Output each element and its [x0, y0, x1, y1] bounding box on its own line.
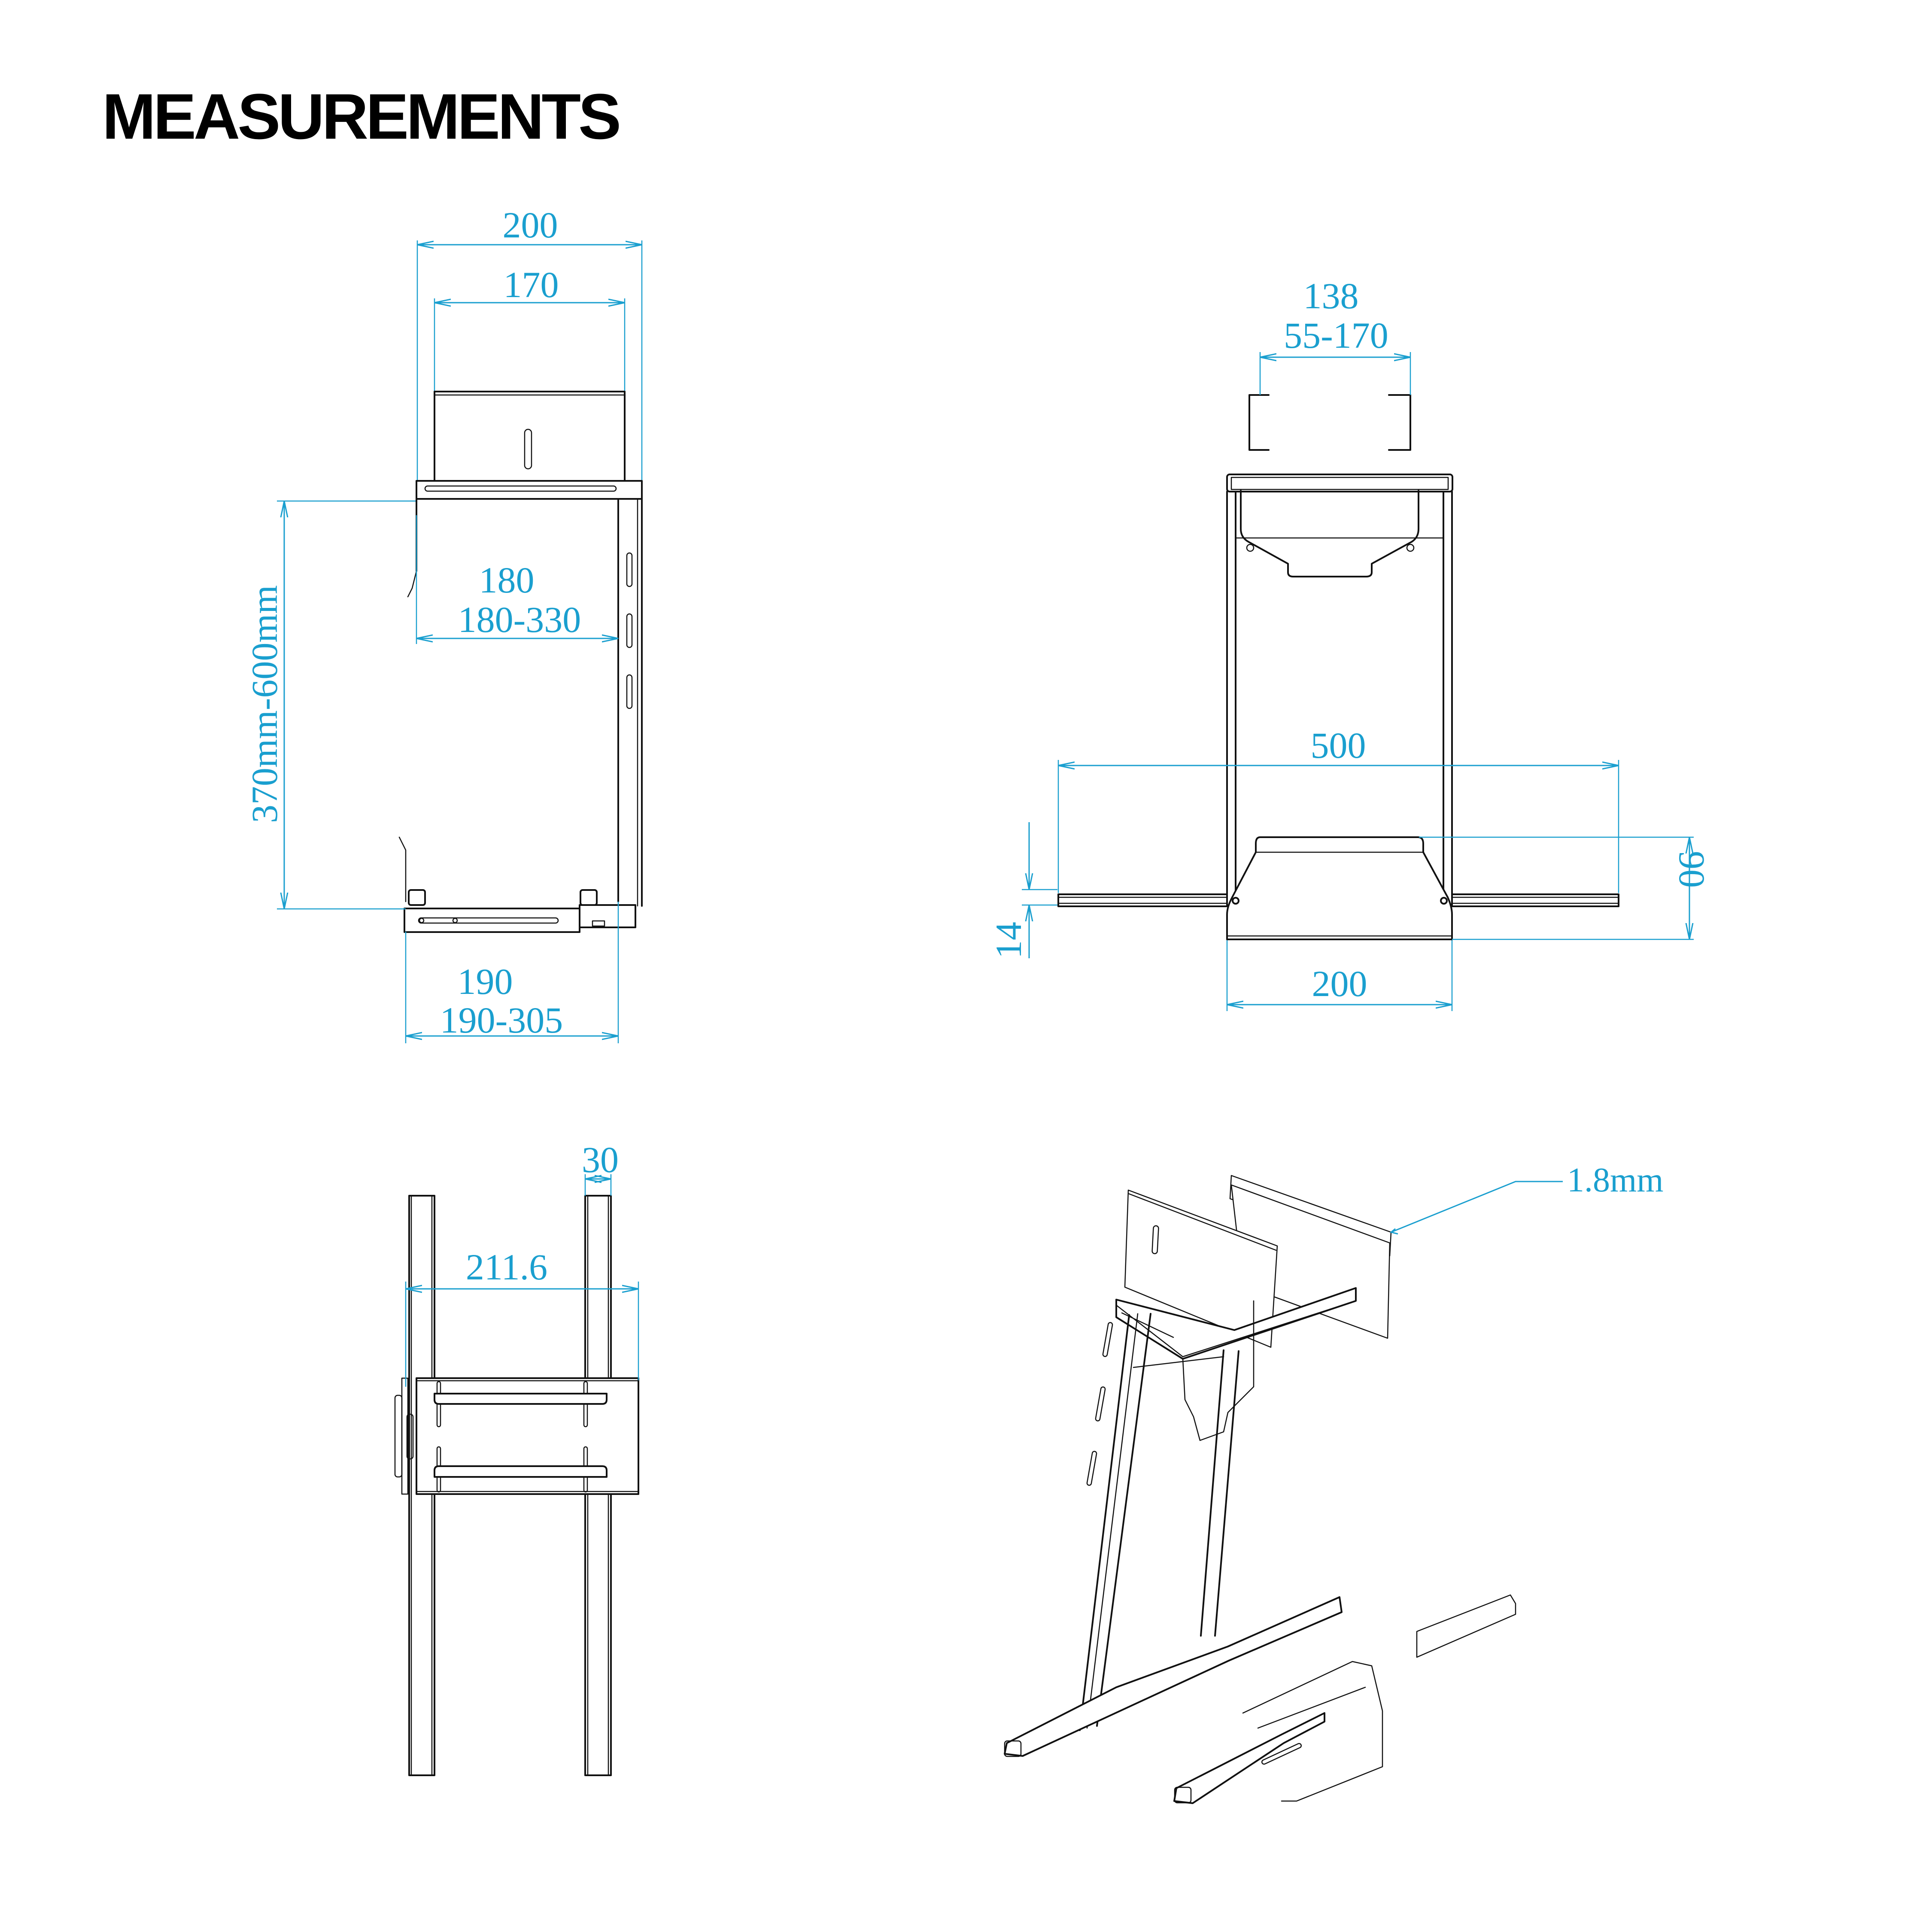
- dim-post-width: 30: [582, 1139, 619, 1180]
- dim-base-width: 190: [458, 961, 513, 1002]
- dim-inner-width: 180: [479, 559, 535, 601]
- dim-inner-width-range: 180-330: [458, 599, 581, 640]
- dim-clamp-width-range: 55-170: [1284, 315, 1388, 356]
- dim-rail-thickness: 14: [988, 922, 1029, 959]
- side-view: 200 170 370mm-600mm 180 180-330 190 190-…: [244, 204, 643, 1043]
- dim-holder-width: 170: [504, 264, 559, 305]
- dim-height-range: 370mm-600mm: [244, 585, 285, 823]
- dim-foot-height: 90: [1671, 851, 1713, 888]
- front-view: 138 55-170 500 90 14 200: [988, 275, 1713, 1011]
- isometric-view: 1.8mm: [1004, 1161, 1663, 1804]
- dim-plate-width: 211.6: [466, 1246, 547, 1288]
- dim-material-thickness: 1.8mm: [1567, 1161, 1663, 1199]
- dim-overall-width: 200: [503, 204, 558, 246]
- dim-rail-span: 500: [1311, 725, 1366, 766]
- dim-base-width-range: 190-305: [440, 999, 563, 1041]
- page-title: MEASUREMENTS: [102, 80, 619, 152]
- back-view: 30 211.6: [394, 1139, 639, 1776]
- dim-foot-width: 200: [1312, 963, 1367, 1004]
- dim-clamp-width: 138: [1303, 275, 1359, 316]
